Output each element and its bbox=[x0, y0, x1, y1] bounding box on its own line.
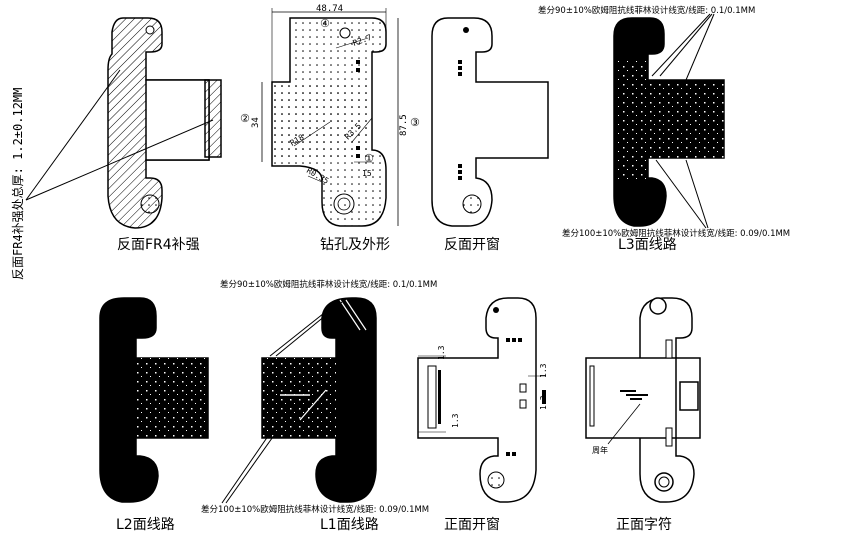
panel-label-rear-fr4: 反面FR4补强 bbox=[117, 237, 200, 253]
note-diff90-mid: 差分90±10%欧姆阻抗线菲林设计线宽/线距: 0.1/0.1MM bbox=[220, 279, 437, 290]
dim-15: 15 bbox=[362, 169, 372, 178]
dim-1-3-d: 1.3 bbox=[539, 395, 548, 410]
silkscreen-date-code: 周年 bbox=[592, 445, 608, 455]
note-diff100-right: 差分100±10%欧姆阻抗线菲林设计线宽/线距: 0.09/0.1MM bbox=[562, 228, 790, 239]
dim-height: 87.5 bbox=[399, 114, 409, 136]
thickness-leader-1 bbox=[25, 69, 121, 201]
callout-4: ④ bbox=[320, 17, 330, 30]
callout-3: ③ bbox=[410, 116, 420, 129]
panel-l1-routing: L1面线路 bbox=[221, 297, 379, 533]
panel-l2-routing: L2面线路 bbox=[99, 297, 209, 533]
panel-label-drill-outline: 钻孔及外形 bbox=[320, 237, 390, 253]
panel-drill-outline: 48.74 87.5 34 15 R2.7 R3.5 R0.35 R18 ① ②… bbox=[240, 4, 420, 253]
panel-rear-window: 反面开窗 bbox=[431, 17, 549, 253]
note-diff90-top: 差分90±10%欧姆阻抗线菲林设计线宽/线距: 0.1/0.1MM bbox=[538, 5, 755, 16]
thickness-note: 反面FR4补强处总厚: 1.2±0.12MM bbox=[11, 88, 25, 280]
dim-1-3-c: 1.3 bbox=[539, 363, 548, 378]
callout-1: ① bbox=[364, 152, 374, 165]
thickness-leader-2 bbox=[25, 119, 214, 201]
panel-l3-routing: L3面线路 bbox=[613, 13, 725, 253]
dim-34: 34 bbox=[251, 117, 261, 128]
panel-rear-fr4-stiffener: 反面FR4补强 bbox=[107, 17, 222, 253]
dim-1-3-b: 1.3 bbox=[451, 413, 460, 428]
panel-label-l2: L2面线路 bbox=[116, 517, 175, 533]
note-diff100-bottom: 差分100±10%欧姆阻抗线菲林设计线宽/线距: 0.09/0.1MM bbox=[201, 504, 429, 515]
dim-width: 48.74 bbox=[316, 4, 343, 14]
panel-label-l1: L1面线路 bbox=[320, 517, 379, 533]
panel-label-front-window: 正面开窗 bbox=[444, 516, 500, 533]
panel-front-window: 1.3 1.3 1.3 1.3 正面开窗 bbox=[417, 297, 548, 533]
panel-front-silkscreen: 周年 正面字符 bbox=[585, 297, 701, 533]
panel-label-front-silkscreen: 正面字符 bbox=[616, 517, 672, 533]
panel-label-l3: L3面线路 bbox=[618, 237, 677, 253]
dim-1-3-a: 1.3 bbox=[437, 345, 446, 360]
callout-2: ② bbox=[240, 112, 250, 125]
panel-label-rear-window: 反面开窗 bbox=[444, 236, 500, 253]
